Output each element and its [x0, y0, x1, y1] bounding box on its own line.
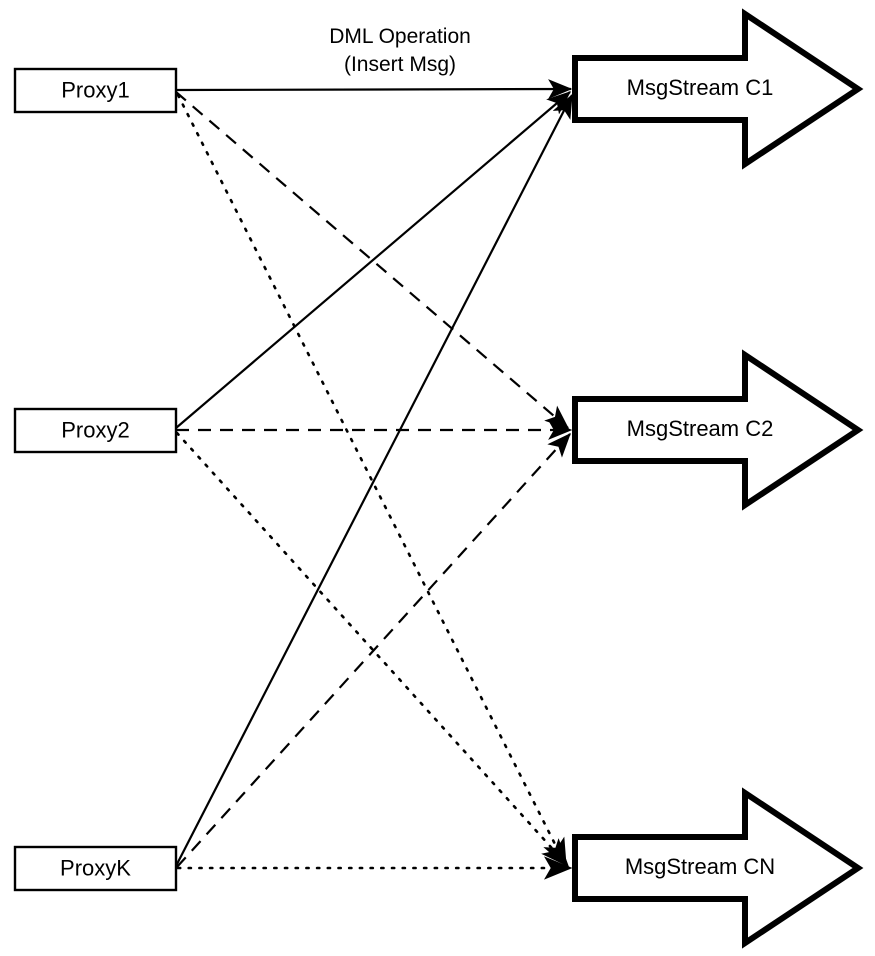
proxy-label-proxyk: ProxyK [60, 855, 131, 880]
proxy-node-proxyk[interactable]: ProxyK [13, 845, 178, 892]
link-pk-c2 [176, 433, 571, 868]
stream-arrow-shape-stream_c2 [572, 349, 864, 511]
stream-node-stream_c2[interactable]: MsgStream C2 [572, 349, 864, 511]
stream-arrow-shape-stream_cn [572, 787, 864, 949]
link-p2-c1 [175, 91, 572, 429]
proxy-node-proxy1[interactable]: Proxy1 [13, 67, 178, 114]
stream-label-stream_cn: MsgStream CN [625, 854, 775, 879]
edge-label-line2: (Insert Msg) [344, 53, 456, 76]
edge-label-line1: DML Operation [329, 25, 471, 48]
proxy-label-proxy1: Proxy1 [61, 77, 129, 102]
edge-label-dml-operation: DML Operation (Insert Msg) [329, 25, 471, 76]
link-p1-cn [176, 93, 568, 868]
link-pk-c1 [175, 93, 573, 867]
streams-layer: MsgStream C1 MsgStream C2 MsgStream CN [572, 8, 864, 949]
stream-arrow-shape-stream_c1 [572, 8, 864, 170]
proxy-box-proxy1 [13, 67, 178, 114]
stream-node-stream_cn[interactable]: MsgStream CN [572, 787, 864, 949]
link-p1-c2 [175, 91, 570, 429]
link-p1-c1 [175, 79, 573, 99]
proxy-box-proxyk [13, 845, 178, 892]
proxy-box-proxy2 [13, 407, 178, 454]
links-layer [175, 79, 573, 880]
stream-label-stream_c2: MsgStream C2 [627, 416, 774, 441]
stream-node-stream_c1[interactable]: MsgStream C1 [572, 8, 864, 170]
link-p2-cn [175, 431, 570, 868]
proxy-node-proxy2[interactable]: Proxy2 [13, 407, 178, 454]
proxy-label-proxy2: Proxy2 [61, 417, 129, 442]
stream-label-stream_c1: MsgStream C1 [627, 75, 774, 100]
